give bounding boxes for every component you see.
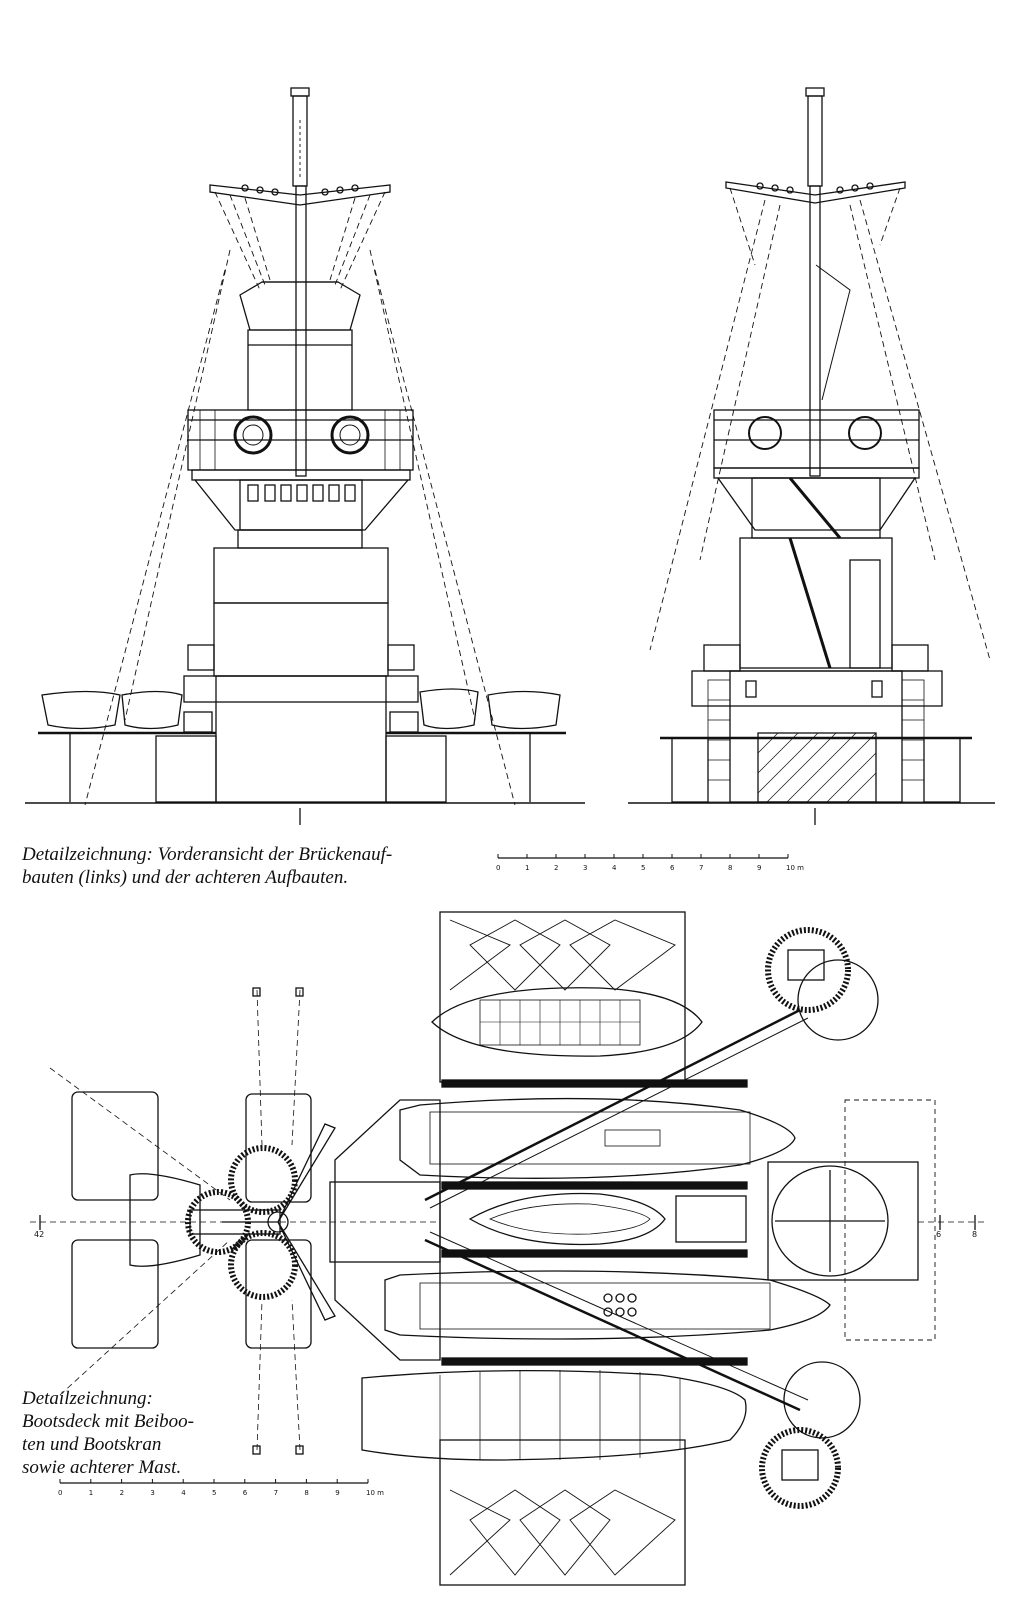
scale-bottom-tick-label: 4	[181, 1489, 186, 1497]
scale-top-tick-label: 5	[641, 864, 645, 872]
scale-bottom-tick-label: 5	[212, 1489, 216, 1497]
scale-top-tick-label: 2	[554, 864, 558, 872]
boat-deck-plan	[30, 911, 985, 1586]
caption-bottom: Detailzeichnung: Bootsdeck mit Beiboo- t…	[22, 1387, 194, 1479]
axis-label-right-a: 6	[936, 1230, 942, 1239]
scale-top-tick-label: 8	[728, 864, 732, 872]
scale-top-tick-label: 1	[525, 864, 529, 872]
scale-bottom-tick-label: 9	[335, 1489, 339, 1497]
caption-bottom-line2: Bootsdeck mit Beiboo-	[22, 1411, 195, 1432]
scale-bottom-tick-label: 3	[150, 1489, 154, 1497]
caption-top: Detailzeichnung: Vorderansicht der Brück…	[22, 843, 392, 889]
scale-bottom-tick-label: 8	[304, 1489, 308, 1497]
scale-bottom-tick-label: 2	[120, 1489, 124, 1497]
caption-top-line1: Detailzeichnung: Vorderansicht der Brück…	[22, 844, 393, 865]
scale-top-tick-label: 0	[496, 864, 500, 872]
scale-bottom-tick-label: 7	[274, 1489, 278, 1497]
scale-bottom-tick-label: 10 m	[366, 1489, 384, 1497]
caption-bottom-line1: Detailzeichnung:	[22, 1388, 153, 1409]
bridge-front-view	[25, 87, 585, 825]
scale-bottom-tick-label: 0	[58, 1489, 62, 1497]
scale-top-tick-label: 6	[670, 864, 675, 872]
scale-top-tick-label: 10 m	[786, 864, 804, 872]
caption-bottom-line4: sowie achterer Mast.	[22, 1457, 182, 1478]
caption-bottom-line3: ten und Bootskran	[22, 1434, 162, 1455]
scale-top-tick-label: 7	[699, 864, 703, 872]
scale-top-tick-label: 3	[583, 864, 587, 872]
axis-label-left: 42	[34, 1230, 45, 1239]
caption-top-line2: bauten (links) und der achteren Aufbaute…	[22, 867, 349, 888]
scale-top-tick-label: 9	[757, 864, 761, 872]
aft-superstructure-view	[628, 87, 995, 825]
scale-bottom-tick-label: 6	[243, 1489, 248, 1497]
scale-top-tick-label: 4	[612, 864, 617, 872]
axis-label-right-b: 8	[972, 1230, 978, 1239]
scale-bottom-tick-label: 1	[89, 1489, 93, 1497]
